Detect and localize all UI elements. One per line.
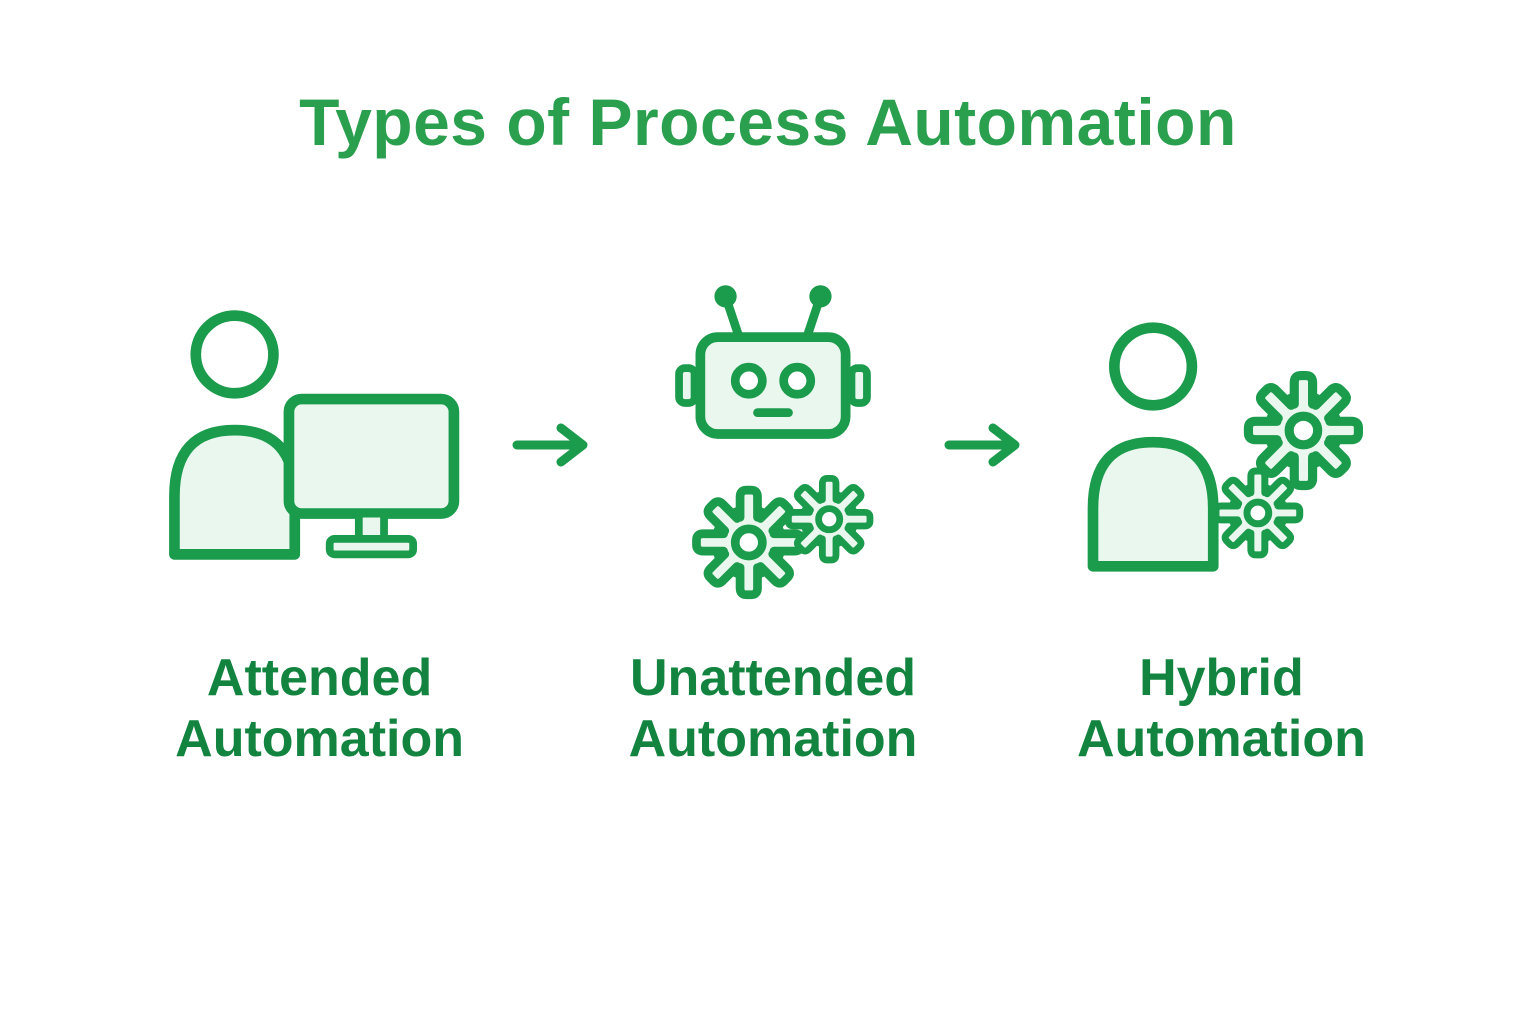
person-body: [168, 424, 300, 560]
gear-icon: [696, 490, 801, 595]
hybrid-automation-label: Hybrid Automation: [1077, 649, 1366, 769]
robot-antenna-tip-right: [809, 285, 832, 308]
gear-icon: [1216, 471, 1300, 555]
robot-antenna-tip-left: [714, 285, 737, 308]
robot-ear-right: [847, 364, 871, 407]
person-head: [1109, 322, 1198, 411]
gear-icon: [788, 478, 870, 560]
attended-automation-label: Attended Automation: [175, 649, 464, 769]
item-hybrid-automation: Hybrid Automation: [1061, 226, 1381, 771]
robot-eye-left: [730, 362, 767, 399]
robot-with-gears-icon: [647, 226, 899, 618]
person-with-monitor-icon: [168, 310, 459, 560]
automation-types-row: Attended Automation: [155, 226, 1382, 771]
item-attended-automation: Attended Automation: [155, 226, 485, 771]
robot-head: [695, 332, 851, 439]
robot-with-gears-icon: [675, 285, 899, 618]
robot-eye-right: [779, 362, 816, 399]
robot-antenna-right: [802, 300, 822, 342]
monitor-base: [325, 534, 417, 559]
person-with-monitor-icon: [155, 226, 485, 618]
arrow-right-icon: [943, 422, 1035, 473]
robot-antenna-left: [724, 300, 744, 342]
monitor-screen: [283, 393, 459, 519]
arrow-right-icon: [512, 423, 588, 467]
arrow-right-icon: [944, 423, 1020, 467]
person-head: [190, 310, 279, 399]
page-title: Types of Process Automation: [299, 85, 1237, 159]
person-with-gears-icon: [1061, 226, 1381, 618]
item-unattended-automation: Unattended Automation: [628, 226, 918, 771]
arrow-right-icon: [511, 422, 603, 473]
robot-ear-left: [675, 364, 699, 407]
unattended-automation-label: Unattended Automation: [628, 649, 918, 769]
person-with-gears-icon: [1088, 322, 1381, 572]
person-body: [1088, 436, 1219, 572]
